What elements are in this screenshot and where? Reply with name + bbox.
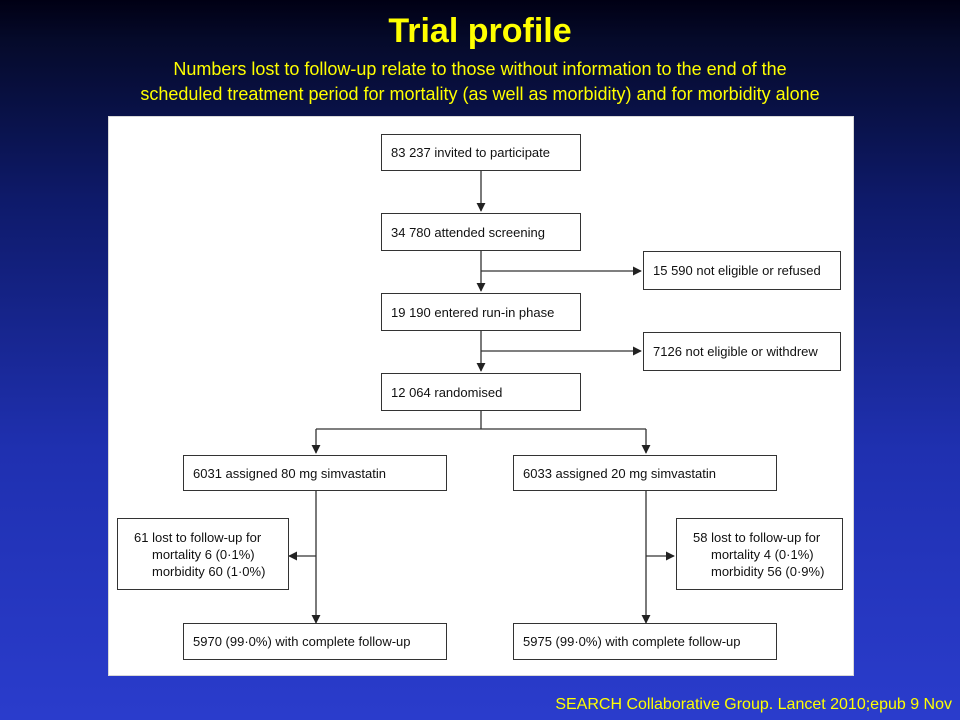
excluded-screening-label: 15 590 not eligible or refused [653, 263, 821, 278]
arm-80-lost-line-3: morbidity 60 (1·0%) [152, 563, 266, 579]
arm-80-assigned-label: 6031 assigned 80 mg simvastatin [193, 465, 386, 481]
arm-80-complete-label: 5970 (99·0%) with complete follow-up [193, 634, 411, 649]
randomised-label: 12 064 randomised [391, 384, 503, 400]
trial-profile-flowchart: 83 237 invited to participate 34 780 att… [108, 116, 854, 676]
arm-80-lost-line-1: 61 lost to follow-up for [134, 529, 262, 545]
arm-20-lost-box: 58 lost to follow-up for mortality 4 (0·… [676, 518, 843, 590]
run-in-label: 19 190 entered run-in phase [391, 304, 555, 320]
invited-box: 83 237 invited to participate [381, 134, 581, 171]
arm-20-assigned-label: 6033 assigned 20 mg simvastatin [523, 465, 716, 481]
excluded-run-in-box: 7126 not eligible or withdrew [643, 332, 841, 371]
arm-80-lost-line-2: mortality 6 (0·1%) [152, 546, 255, 562]
arm-20-assigned-box: 6033 assigned 20 mg simvastatin [513, 455, 777, 491]
screening-box: 34 780 attended screening [381, 213, 581, 251]
subtitle-line-2: scheduled treatment period for mortality… [140, 84, 820, 104]
randomised-box: 12 064 randomised [381, 373, 581, 411]
arm-80-complete-box: 5970 (99·0%) with complete follow-up [183, 623, 447, 660]
excluded-screening-box: 15 590 not eligible or refused [643, 251, 841, 290]
arm-80-assigned-box: 6031 assigned 80 mg simvastatin [183, 455, 447, 491]
subtitle-line-1: Numbers lost to follow-up relate to thos… [173, 59, 787, 79]
flowchart-connectors [288, 171, 675, 624]
invited-label: 83 237 invited to participate [391, 145, 550, 160]
screening-label: 34 780 attended screening [391, 224, 545, 240]
arm-20-lost-line-1: 58 lost to follow-up for [693, 529, 821, 545]
slide-subtitle: Numbers lost to follow-up relate to thos… [0, 57, 960, 107]
arm-80-lost-box: 61 lost to follow-up for mortality 6 (0·… [117, 518, 289, 590]
arm-20-lost-line-2: mortality 4 (0·1%) [711, 546, 814, 562]
excluded-run-in-label: 7126 not eligible or withdrew [653, 344, 818, 359]
arm-20-complete-label: 5975 (99·0%) with complete follow-up [523, 634, 741, 649]
arm-20-complete-box: 5975 (99·0%) with complete follow-up [513, 623, 777, 660]
arm-20-lost-line-3: morbidity 56 (0·9%) [711, 563, 825, 579]
run-in-box: 19 190 entered run-in phase [381, 293, 581, 331]
slide-title: Trial profile [388, 12, 572, 50]
citation: SEARCH Collaborative Group. Lancet 2010;… [555, 696, 952, 713]
